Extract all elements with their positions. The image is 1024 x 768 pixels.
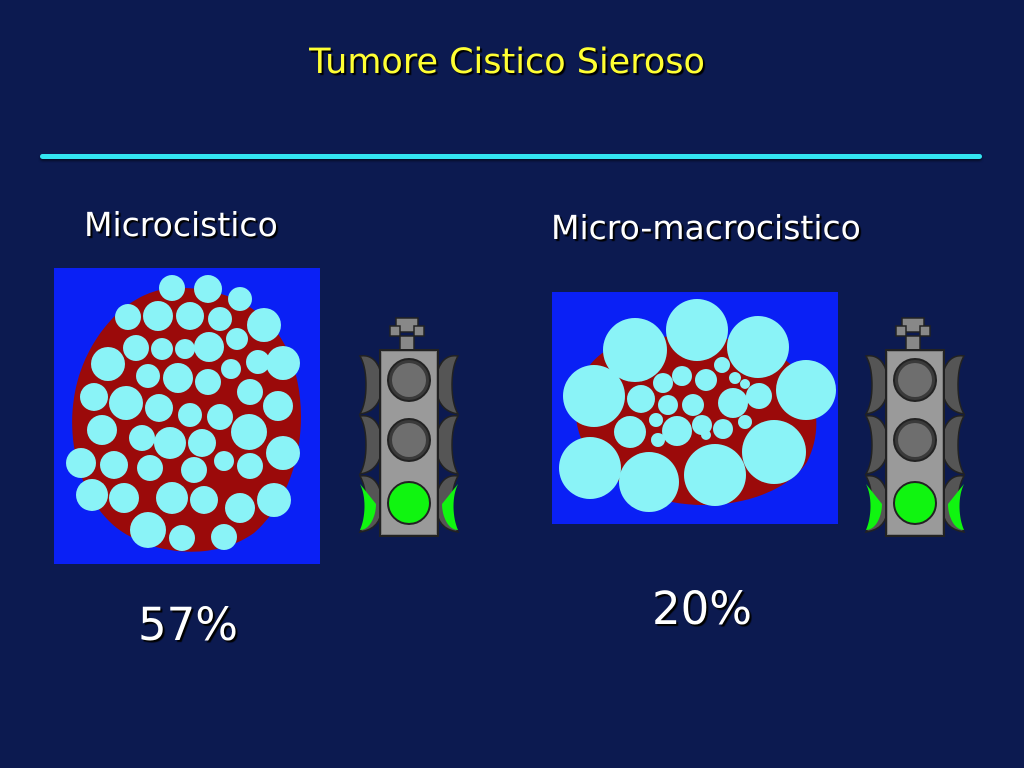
microcystic-percent: 57% [138,598,239,651]
microcystic-illustration [54,268,320,564]
title-divider [40,154,982,159]
slide-title: Tumore Cistico Sieroso [309,42,705,82]
traffic-light-left [358,317,460,537]
micro-macrocystic-heading: Micro-macrocistico [551,208,861,247]
microcystic-heading: Microcistico [84,205,278,244]
traffic-light-right [864,317,966,537]
micro-macrocystic-percent: 20% [652,582,753,635]
micro-macrocystic-illustration [552,292,838,524]
